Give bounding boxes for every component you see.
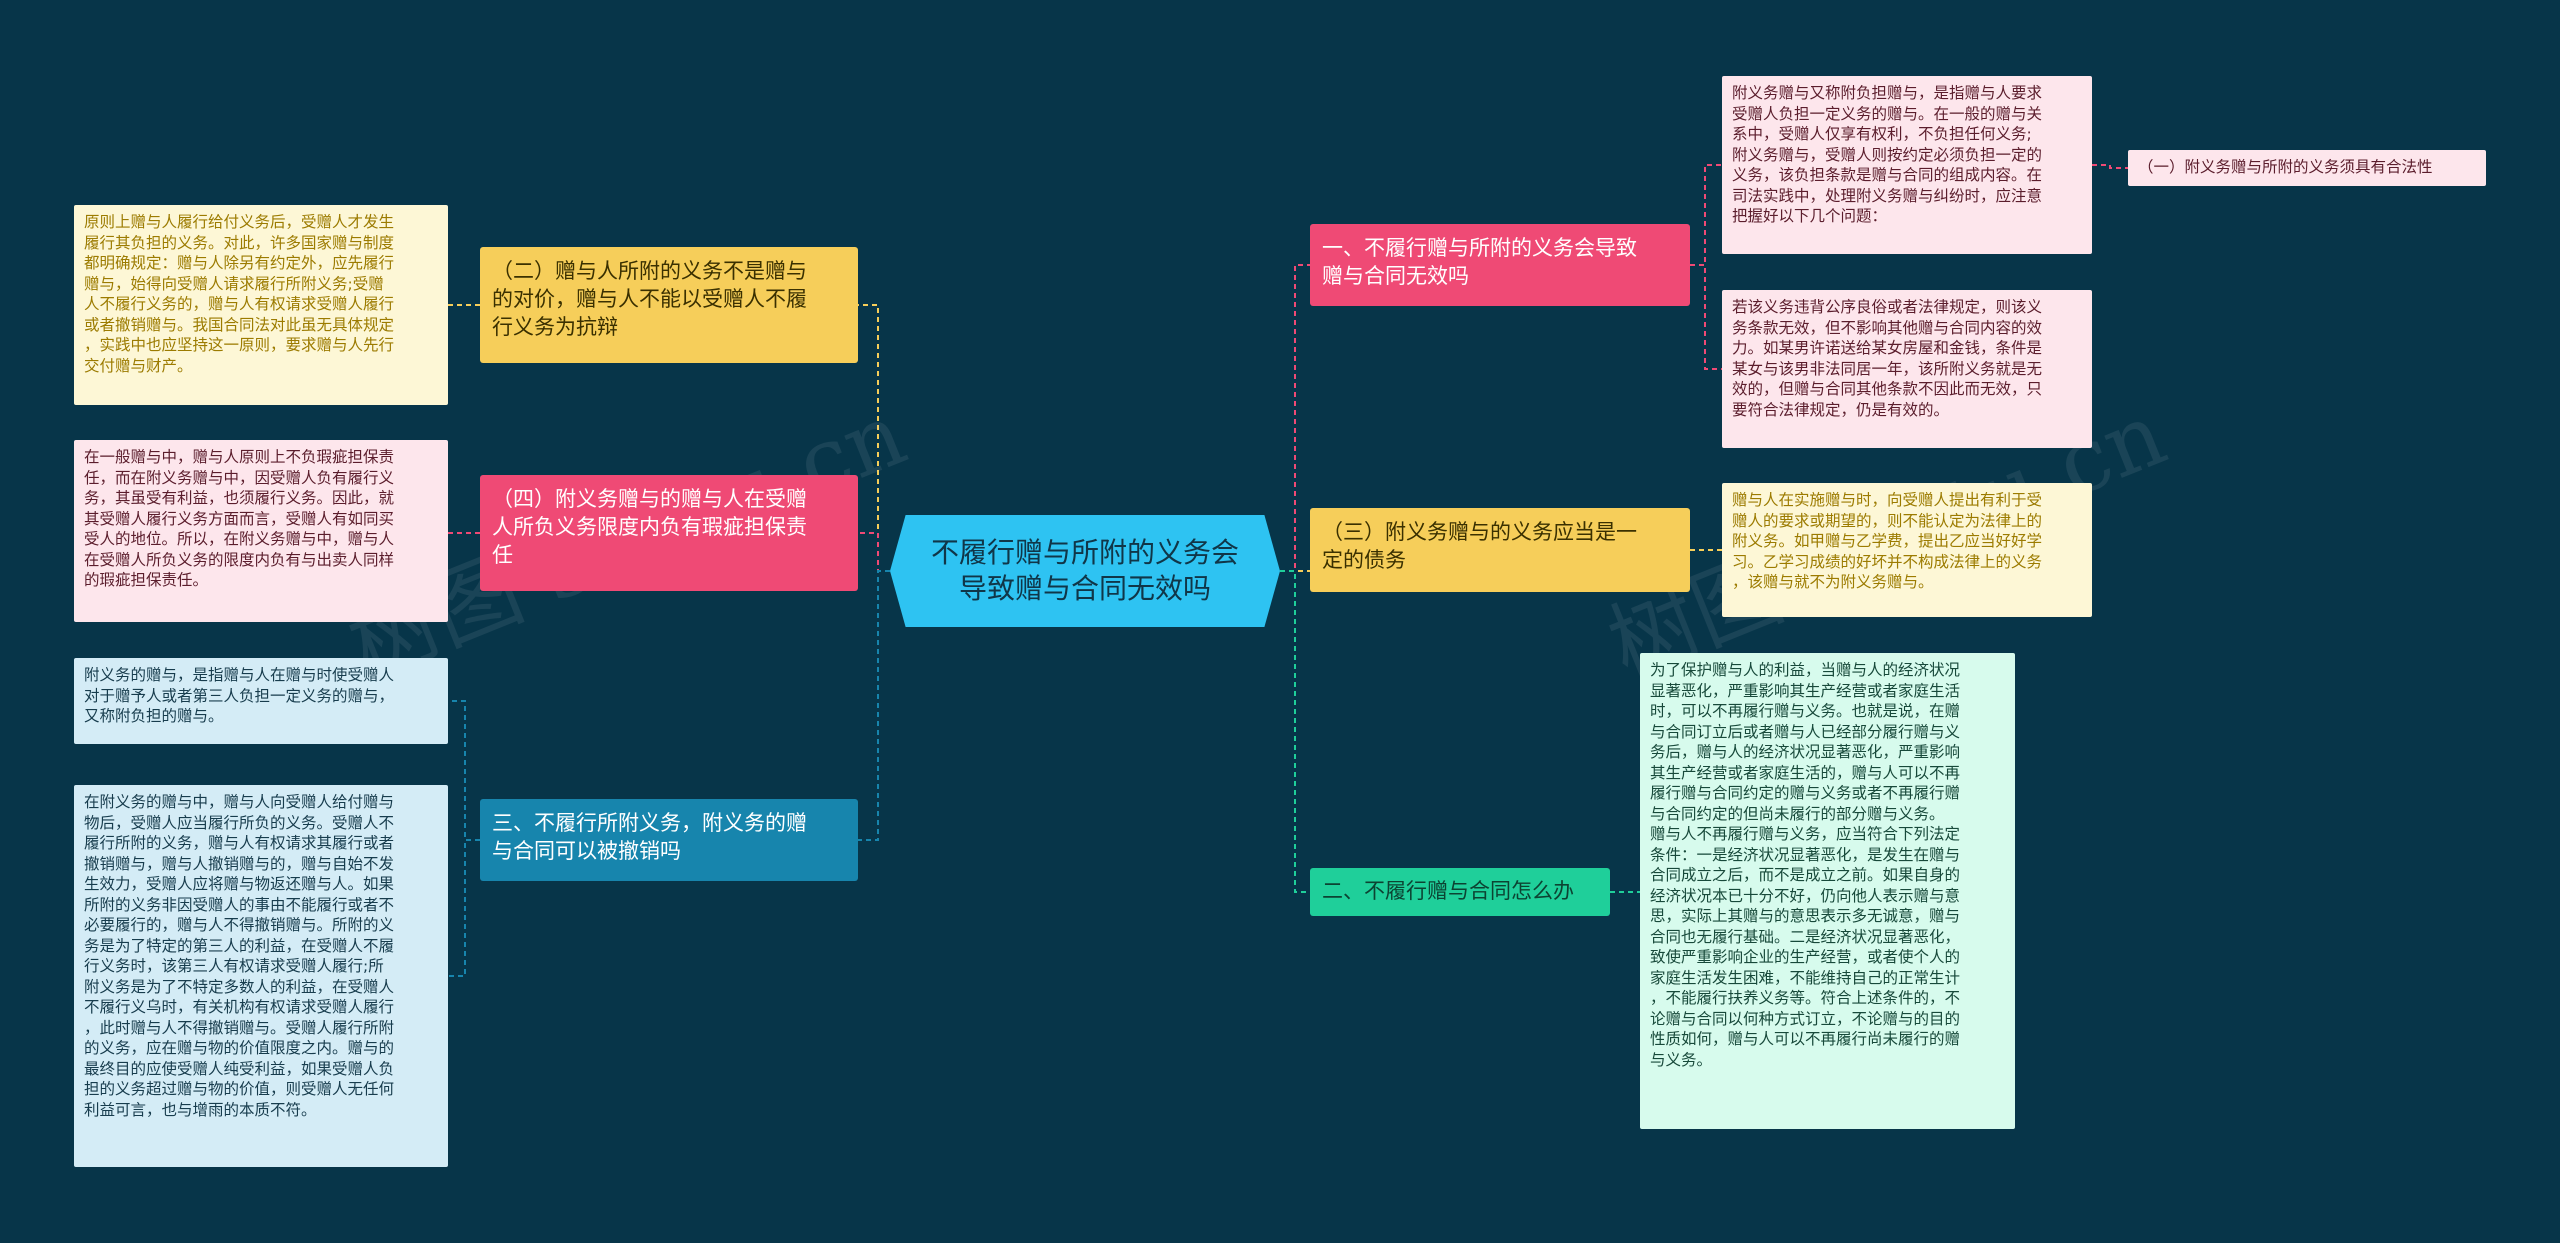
link-root-left-1 [858,304,890,572]
link-right-1-leaf-a [1690,164,1722,266]
link-right-1-leaf-b [1690,264,1722,370]
leaf-right-3[interactable]: 为了保护赠与人的利益，当赠与人的经济状况 显著恶化，严重影响其生产经营或者家庭生… [1640,653,2015,1129]
branch-right-3[interactable]: 二、不履行赠与合同怎么办 [1310,868,1610,916]
branch-right-2[interactable]: （三）附义务赠与的义务应当是一 定的债务 [1310,508,1690,592]
branch-right-1[interactable]: 一、不履行赠与所附的义务会导致 赠与合同无效吗 [1310,224,1690,306]
leaf-right-1a-child[interactable]: （一）附义务赠与所附的义务须具有合法性 [2128,150,2486,186]
leaf-left-3b[interactable]: 在附义务的赠与中，赠与人向受赠人给付赠与 物后，受赠人应当履行所负的义务。受赠人… [74,785,448,1167]
leaf-right-1a[interactable]: 附义务赠与又称附负担赠与，是指赠与人要求 受赠人负担一定义务的赠与。在一般的赠与… [1722,76,2092,254]
branch-left-2[interactable]: （四）附义务赠与的赠与人在受赠 人所负义务限度内负有瑕疵担保责 任 [480,475,858,591]
link-root-right-3 [1280,570,1310,893]
leaf-left-1[interactable]: 原则上赠与人履行给付义务后，受赠人才发生 履行其负担的义务。对此，许多国家赠与制… [74,205,448,405]
leaf-left-3a[interactable]: 附义务的赠与，是指赠与人在赠与时使受赠人 对于赠予人或者第三人负担一定义务的赠与… [74,658,448,744]
leaf-left-2[interactable]: 在一般赠与中，赠与人原则上不负瑕疵担保责 任，而在附义务赠与中，因受赠人负有履行… [74,440,448,622]
leaf-right-1b[interactable]: 若该义务违背公序良俗或者法律规定，则该义 务条款无效，但不影响其他赠与合同内容的… [1722,290,2092,448]
link-left-3-leaf-b [448,839,480,977]
link-root-left-3 [858,570,890,841]
branch-left-3[interactable]: 三、不履行所附义务，附义务的赠 与合同可以被撤销吗 [480,799,858,881]
link-right-1a-child [2092,164,2128,169]
leaf-right-2[interactable]: 赠与人在实施赠与时，向受赠人提出有利于受 赠人的要求或期望的，则不能认定为法律上… [1722,483,2092,617]
link-root-right-1 [1280,264,1310,572]
link-root-left-2 [858,532,890,572]
root-topic[interactable]: 不履行赠与所附的义务会 导致赠与合同无效吗 [890,515,1280,627]
link-left-3-leaf-a [448,700,480,841]
branch-left-1[interactable]: （二）赠与人所附的义务不是赠与 的对价，赠与人不能以受赠人不履 行义务为抗辩 [480,247,858,363]
